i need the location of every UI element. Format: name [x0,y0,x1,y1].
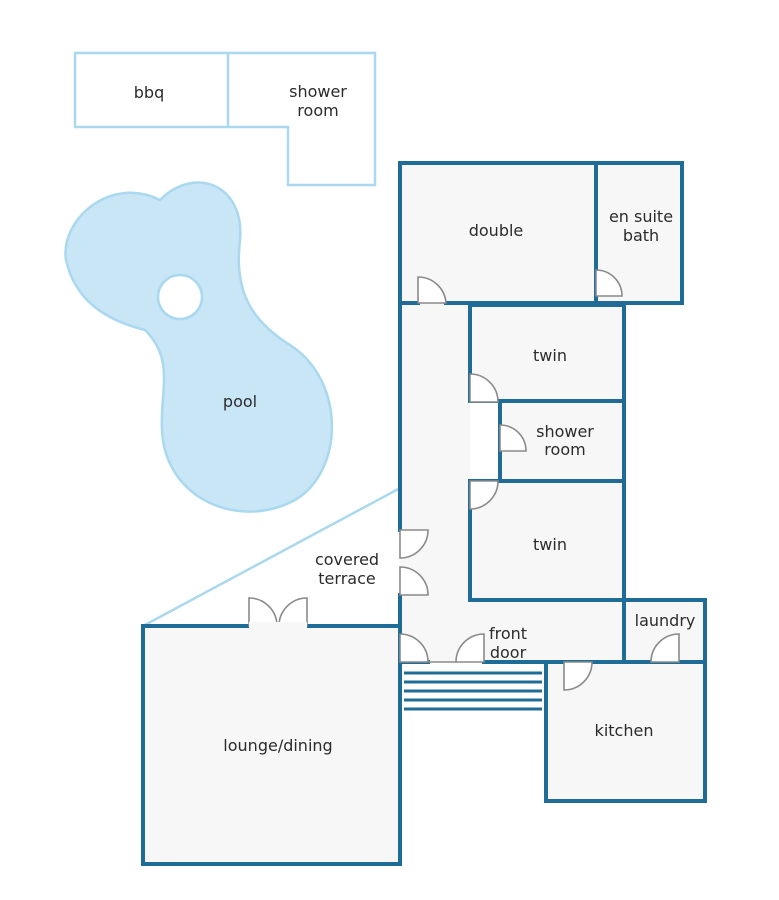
room-en-suite [594,161,684,305]
door-double [417,276,447,304]
house [141,161,707,866]
room-twin-upper [468,303,626,403]
door-lounge-top-left [248,597,278,627]
shower-room-label-line2: room [544,440,585,459]
door-kitchen [563,661,593,691]
door-terrace-lower [399,566,429,596]
outbuilding-shower-label-line1: shower [289,82,347,101]
door-twin-lower [469,480,499,510]
door-laundry [650,633,680,663]
room-lounge-dining [141,624,402,866]
front-door-label-line1: front [489,624,527,643]
front-door-swing [455,633,485,663]
door-terrace-upper [399,529,429,559]
door-twin-upper [469,373,499,403]
door-lounge-top-right [278,597,308,627]
front-steps [404,671,542,711]
kitchen-label: kitchen [595,721,654,740]
pool-shape [64,181,334,513]
bbq-label: bbq [134,83,164,102]
covered-terrace-label-line2: terrace [318,569,375,588]
door-shower [499,424,527,452]
room-labels: double en suite bath twin shower room tw… [223,207,695,755]
room-twin-lower [468,479,626,602]
room-shower [498,399,626,483]
front-door-label-line2: door [490,643,527,662]
twin-lower-label: twin [533,535,567,554]
door-en-suite [595,269,623,297]
pool: pool [64,181,334,513]
en-suite-label-line1: en suite [609,207,673,226]
en-suite-label-line2: bath [623,226,659,245]
double-label: double [469,221,524,240]
laundry-label: laundry [635,611,696,630]
lounge-dining-label: lounge/dining [223,736,332,755]
door-lounge-top-gap [249,622,307,630]
pool-island [156,273,204,321]
room-double [398,161,598,305]
terrace-roof-line [142,485,403,628]
covered-terrace-label-line1: covered [315,550,379,569]
twin-upper-label: twin [533,346,567,365]
hallway-floor [400,303,624,662]
pool-label: pool [223,392,257,411]
doors [248,269,680,691]
shower-room-label-line1: shower [536,422,594,441]
outbuilding-shower-label-line2: room [297,101,338,120]
outbuilding: bbq shower room [73,51,377,187]
outbuilding-outline [73,51,377,187]
